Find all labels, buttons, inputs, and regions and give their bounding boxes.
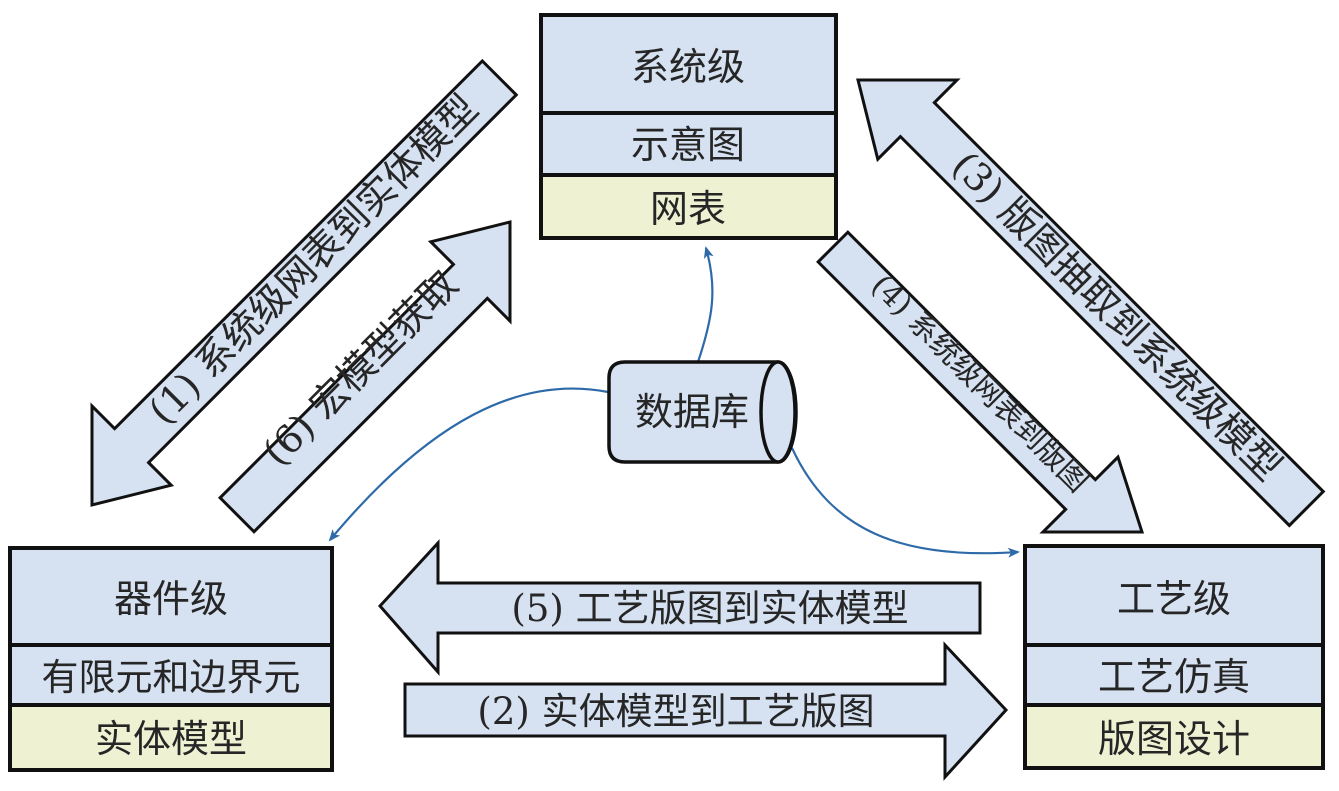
system-level-row-schematic: 示意图	[631, 123, 745, 167]
arrow-6-device-to-system	[217, 220, 512, 534]
arrow-5-label: (5) 工艺版图到实体模型	[511, 587, 908, 630]
connector-db-to-device	[328, 387, 609, 542]
database-label: 数据库	[635, 390, 749, 434]
process-level-row-layout-design: 版图设计	[1098, 717, 1250, 761]
arrow-1-label: (1) 系统级网表到实体模型	[140, 86, 486, 432]
database-cylinder: 数据库	[607, 360, 798, 464]
arrow-2-device-to-process: (2) 实体模型到工艺版图	[403, 641, 1009, 781]
process-level-title: 工艺级	[1117, 577, 1231, 621]
arrow-4-label: (4) 系统级网表到版图	[864, 268, 1095, 499]
process-level-box: 工艺级 工艺仿真 版图设计	[1023, 544, 1325, 770]
arrow-4-system-to-process	[816, 230, 1145, 534]
device-level-row-solid-model: 实体模型	[95, 717, 247, 761]
device-level-title: 器件级	[114, 577, 228, 621]
device-level-row-fem-bem: 有限元和边界元	[42, 656, 301, 699]
connector-db-to-process	[791, 447, 1020, 558]
system-level-title: 系统级	[631, 45, 745, 89]
arrow-5-process-to-device: (5) 工艺版图到实体模型	[377, 539, 982, 676]
system-level-box: 系统级 示意图 网表	[539, 13, 838, 240]
process-level-row-simulation: 工艺仿真	[1098, 655, 1250, 699]
system-level-row-netlist: 网表	[650, 187, 726, 231]
arrow-2-label: (2) 实体模型到工艺版图	[477, 690, 874, 733]
device-level-box: 器件级 有限元和边界元 实体模型	[8, 546, 334, 772]
connector-db-to-system	[696, 246, 714, 363]
